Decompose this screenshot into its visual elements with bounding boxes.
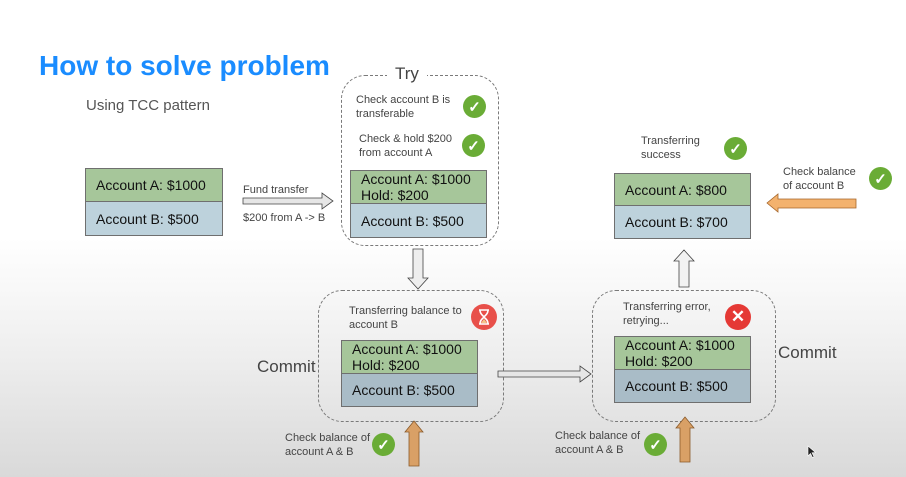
try-note-hold: Check & hold $200 from account A [359, 133, 452, 159]
try-hold: Hold: $200 [361, 187, 429, 203]
success-check-note: Check balance of account B [783, 166, 856, 192]
check-circle-icon: ✓ [724, 137, 747, 160]
commit2-account-a-hold: Account A: $1000 Hold: $200 [614, 336, 751, 370]
arrow-check-commit1 [404, 420, 424, 467]
commit1-account-a-hold: Account A: $1000 Hold: $200 [341, 340, 478, 374]
check-circle-icon: ✓ [462, 134, 485, 157]
hourglass-icon [471, 304, 497, 330]
success-accounts: Account A: $800 Account B: $700 [614, 173, 751, 239]
try-account-a-hold: Account A: $1000 Hold: $200 [350, 170, 487, 204]
initial-account-b: Account B: $500 [85, 202, 223, 236]
arrow-fund-transfer [242, 192, 334, 210]
page-title: How to solve problem [39, 50, 330, 81]
success-account-b: Account B: $700 [614, 206, 751, 239]
commit2-accounts: Account A: $1000 Hold: $200 Account B: $… [614, 336, 751, 403]
x-circle-icon: ✕ [725, 304, 751, 330]
check-circle-icon: ✓ [372, 433, 395, 456]
try-label: Try [387, 64, 427, 84]
arrow-commit-to-success [673, 249, 695, 288]
commit1-accounts: Account A: $1000 Hold: $200 Account B: $… [341, 340, 478, 407]
check-circle-icon: ✓ [869, 167, 892, 190]
success-account-a: Account A: $800 [614, 173, 751, 206]
cursor-icon [807, 445, 817, 458]
check-circle-icon: ✓ [644, 433, 667, 456]
commit2-hold: Hold: $200 [625, 353, 693, 369]
fund-transfer-amount: $200 from A -> B [243, 212, 326, 224]
hourglass-glyph [479, 309, 489, 325]
check-circle-icon: ✓ [463, 95, 486, 118]
subtitle: Using TCC pattern [86, 97, 210, 114]
fund-transfer-label: Fund transfer [243, 184, 309, 196]
commit1-check-note: Check balance of account A & B [285, 432, 370, 458]
commit1-account-a: Account A: $1000 [352, 341, 462, 357]
try-account-a: Account A: $1000 [361, 171, 471, 187]
commit1-note: Transferring balance to account B [349, 305, 462, 331]
commit1-hold: Hold: $200 [352, 357, 420, 373]
try-accounts: Account A: $1000 Hold: $200 Account B: $… [350, 170, 487, 238]
commit1-account-b: Account B: $500 [341, 374, 478, 407]
success-note: Transferring success [641, 135, 700, 161]
commit2-note: Transferring error, retrying... [623, 301, 711, 327]
commit2-account-b: Account B: $500 [614, 370, 751, 403]
arrow-check-balance-b [766, 193, 857, 213]
commit-stage-1 [318, 290, 504, 422]
commit-label-2: Commit [778, 343, 837, 362]
arrow-check-commit2 [675, 416, 695, 463]
try-account-b: Account B: $500 [350, 204, 487, 238]
arrow-commit-retry [497, 365, 592, 383]
try-note-check-b: Check account B is transferable [356, 94, 451, 120]
commit2-check-note: Check balance of account A & B [555, 430, 640, 456]
arrow-try-to-commit [407, 248, 429, 290]
initial-account-a: Account A: $1000 [85, 168, 223, 202]
commit2-account-a: Account A: $1000 [625, 337, 735, 353]
commit-label-1: Commit [257, 357, 316, 376]
initial-accounts: Account A: $1000 Account B: $500 [85, 168, 223, 236]
